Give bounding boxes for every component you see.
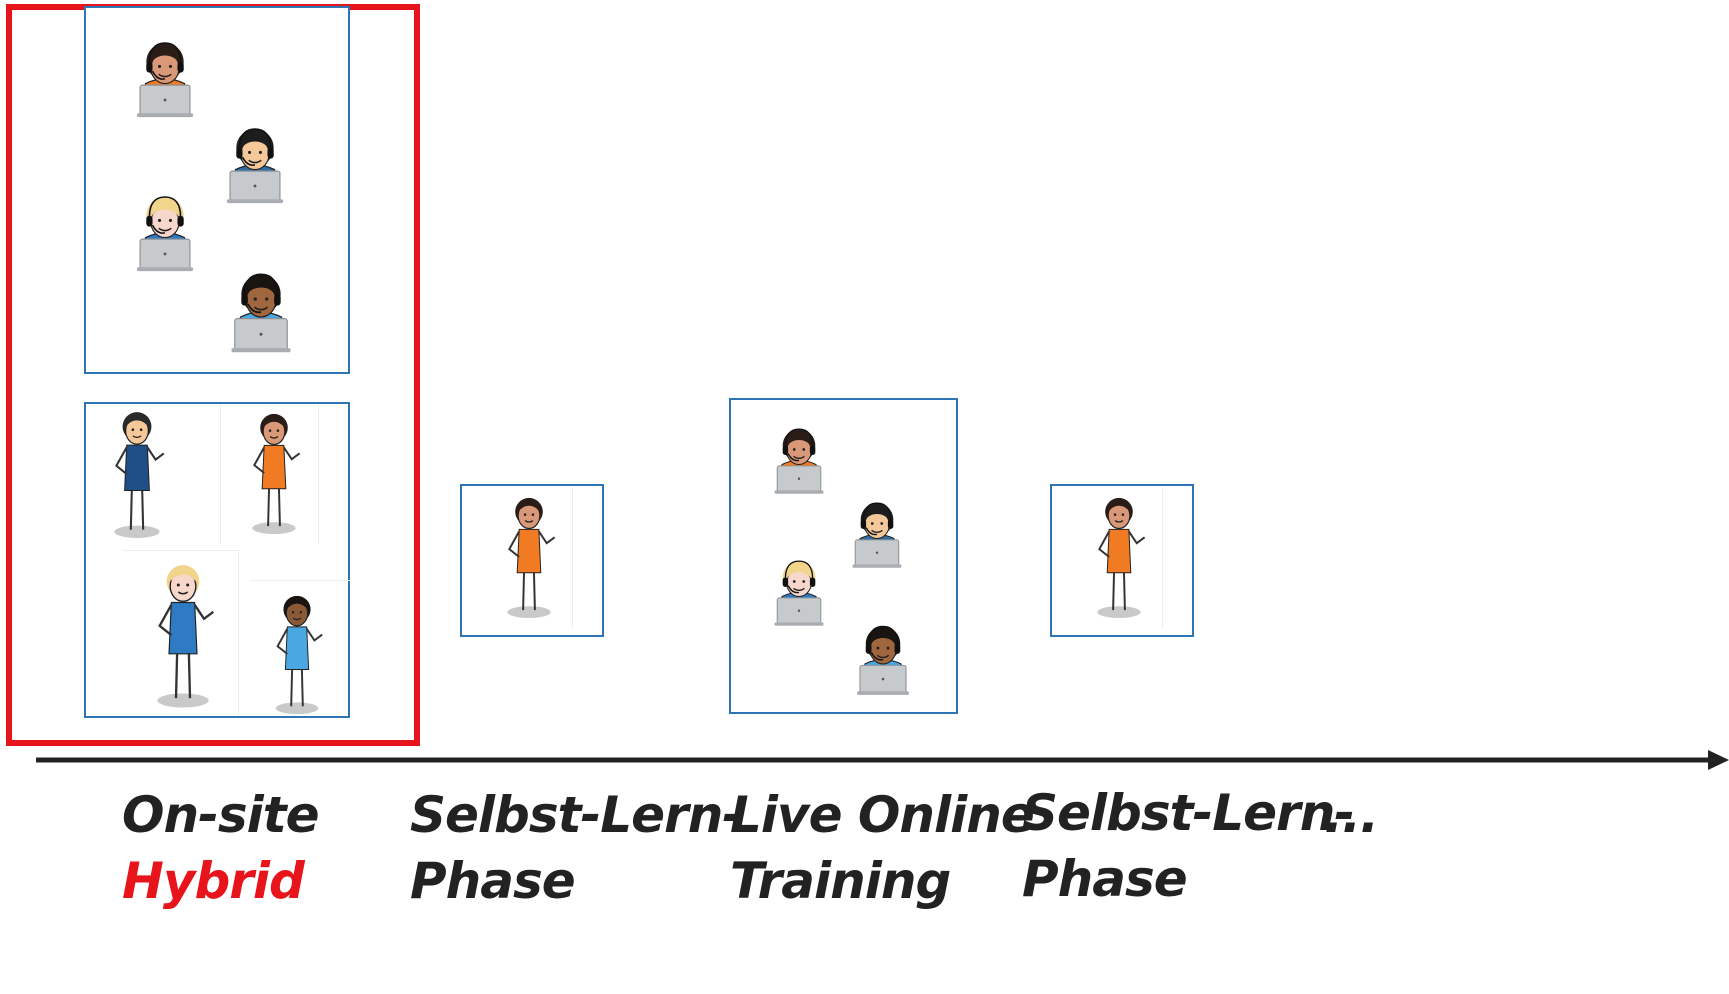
- onsite-presence-group-box: [84, 402, 350, 718]
- panel-divider: [220, 404, 221, 544]
- stage-title: On-site: [122, 786, 320, 844]
- stage-subtitle-hybrid: Hybrid: [122, 852, 305, 910]
- live-online-training-box: [729, 398, 958, 714]
- panel-divider: [318, 404, 319, 544]
- panel-divider: [122, 550, 238, 551]
- panel-divider: [250, 580, 350, 581]
- panel-divider: [238, 550, 239, 716]
- stage-label-self-learning-1: Selbst-Lern- Phase: [410, 782, 743, 914]
- stage-label-continuation: ...: [1324, 782, 1379, 848]
- stage-subtitle: Training: [730, 852, 951, 910]
- stage-title: Live Online: [730, 786, 1035, 844]
- onsite-online-group-box: [84, 6, 350, 374]
- panel-divider: [1162, 488, 1163, 628]
- stage-subtitle: Phase: [1022, 850, 1188, 908]
- stage-label-onsite: On-site Hybrid: [122, 782, 320, 914]
- self-learning-box-1: [460, 484, 604, 637]
- stage-label-live-online: Live Online Training: [730, 782, 1035, 914]
- stage-subtitle: Phase: [410, 852, 576, 910]
- panel-divider: [572, 488, 573, 628]
- self-learning-box-2: [1050, 484, 1194, 637]
- stage-title: ...: [1324, 786, 1379, 844]
- stage-title: Selbst-Lern-: [410, 786, 743, 844]
- stage-label-self-learning-2: Selbst-Lern- Phase: [1022, 780, 1355, 912]
- stage-title: Selbst-Lern-: [1022, 784, 1355, 842]
